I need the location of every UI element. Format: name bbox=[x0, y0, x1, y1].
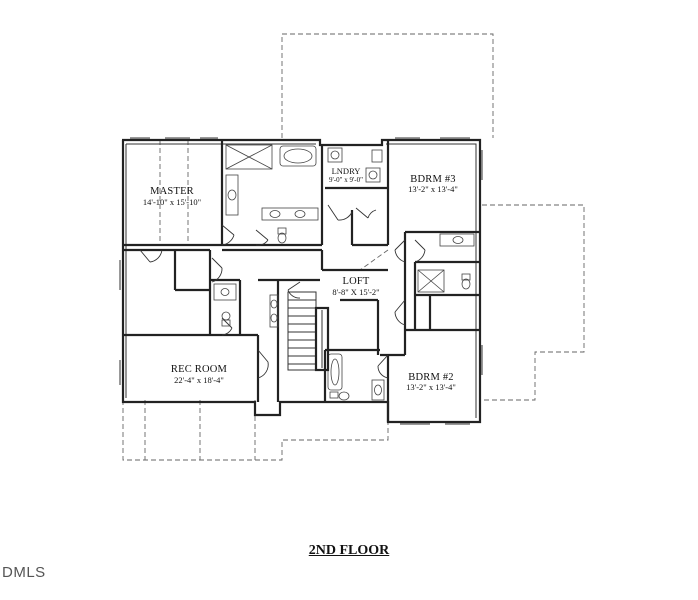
fixtures bbox=[213, 144, 475, 401]
staircase bbox=[287, 291, 330, 372]
window-marks bbox=[119, 137, 483, 425]
rec-room-dimensions: 22'-4" x 18'-4" bbox=[174, 375, 224, 385]
dashed-outlines bbox=[122, 33, 585, 461]
bedroom2-dimensions: 13'-2" x 13'-4" bbox=[406, 382, 456, 392]
loft-dimensions: 8'-8" X 15'-2" bbox=[332, 287, 379, 297]
room-labels: MASTER 14'-10" x 15'-10" LNDRY 9'-0" x 9… bbox=[143, 166, 458, 392]
bedroom3-label: BDRM #3 bbox=[410, 174, 455, 185]
laundry-label: LNDRY bbox=[332, 166, 361, 176]
mls-watermark: DMLS bbox=[2, 564, 46, 581]
loft-label: LOFT bbox=[342, 276, 369, 287]
master-label: MASTER bbox=[150, 186, 194, 197]
master-dimensions: 14'-10" x 15'-10" bbox=[143, 197, 201, 207]
floor-title: 2ND FLOOR bbox=[308, 543, 390, 558]
rec-room-label: REC ROOM bbox=[171, 364, 228, 375]
door-swings bbox=[139, 204, 426, 379]
interior-walls bbox=[122, 140, 480, 422]
laundry-dimensions: 9'-0" x 9'-0" bbox=[329, 176, 363, 184]
bedroom3-dimensions: 13'-2" x 13'-4" bbox=[408, 184, 458, 194]
bedroom2-label: BDRM #2 bbox=[408, 372, 453, 383]
